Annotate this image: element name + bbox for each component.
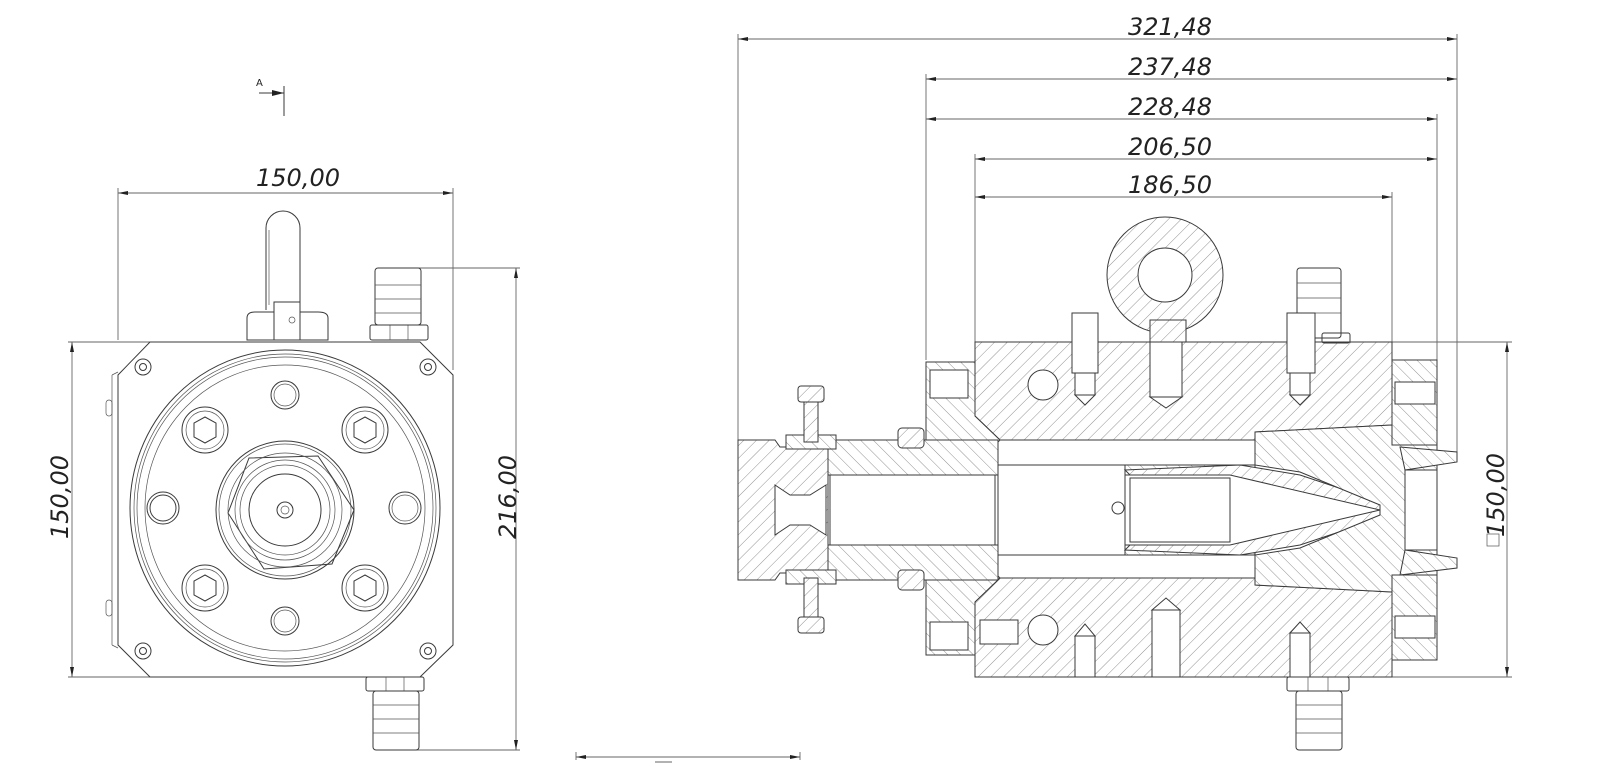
- section-eye-bolt: [1106, 216, 1224, 409]
- dimension-overall-height: 216,00: [400, 267, 522, 751]
- dimension-length-2-value: 237,48: [1128, 53, 1212, 81]
- eye-bolt: [246, 210, 329, 341]
- dimension-length-3: 228,48: [926, 93, 1437, 121]
- front-view: 150,00 150,00 216,00: [46, 164, 522, 751]
- hose-fitting-top: [369, 267, 429, 341]
- dimension-length-2: 237,48: [926, 53, 1457, 81]
- bolt-bottom-left: [181, 564, 229, 612]
- dimension-length-3-value: 228,48: [1128, 93, 1212, 121]
- section-fitting-top: [1286, 267, 1351, 406]
- dimension-height: 150,00: [46, 341, 150, 678]
- dimension-overall-length-value: 321,48: [1128, 13, 1212, 41]
- section-fitting-bottom: [1286, 676, 1350, 751]
- dimension-length-4-value: 206,50: [1128, 133, 1212, 161]
- section-marker-a: A: [256, 78, 285, 116]
- bolt-top-left: [181, 406, 229, 454]
- bolt-top-right: [341, 406, 389, 454]
- dimension-square-side: 150,00: [1392, 341, 1512, 678]
- dimension-height-value: 150,00: [46, 455, 74, 539]
- dimension-overall-length: 321,48: [738, 13, 1457, 41]
- dimension-length-5: 186,50: [975, 171, 1392, 199]
- section-pin-top-left: [1071, 312, 1099, 406]
- dimension-width: 150,00: [117, 164, 454, 370]
- dimension-overall-height-value: 216,00: [494, 455, 522, 539]
- bolt-bottom-right: [341, 564, 389, 612]
- dimension-length-5-value: 186,50: [1128, 171, 1212, 199]
- dimension-square-side-value: 150,00: [1482, 453, 1510, 537]
- dimension-length-4: 206,50: [975, 133, 1437, 161]
- section-marker-label: A: [256, 78, 263, 89]
- section-view: 321,48 237,48 228,48 206,50 186,50: [737, 13, 1512, 751]
- dimension-partial-bottom: [575, 752, 801, 763]
- dimension-width-value: 150,00: [256, 164, 340, 192]
- hose-fitting-bottom: [365, 676, 425, 751]
